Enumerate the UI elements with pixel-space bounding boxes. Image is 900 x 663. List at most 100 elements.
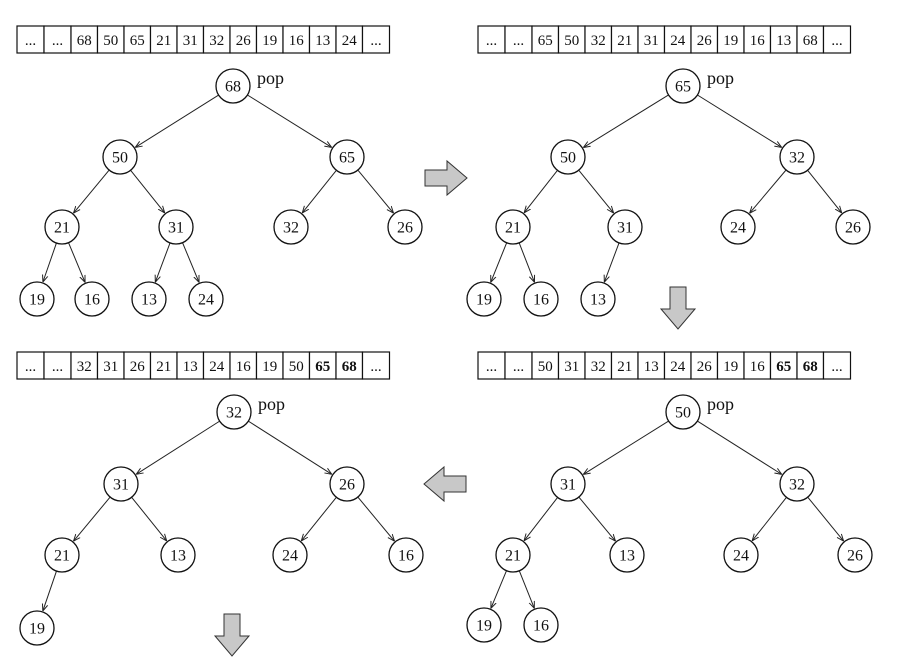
heap-node: 16: [523, 607, 559, 643]
heap-node-circle: [835, 209, 871, 245]
array-cell-value: 16: [289, 33, 305, 49]
heap-node: 13: [580, 281, 616, 317]
array-cell-box: [308, 351, 337, 380]
heap-node: 50: [665, 394, 701, 430]
tree-edge: [583, 420, 669, 474]
heap-node: 19: [466, 281, 502, 317]
array-cell-value: 16: [750, 359, 766, 375]
heap-node-value: 32: [226, 405, 242, 422]
array-cell: 50: [282, 351, 311, 380]
array-cell-box: [557, 25, 586, 54]
array-cell: 21: [610, 25, 639, 54]
heap-node: 16: [74, 281, 110, 317]
array-cell-value: 32: [209, 33, 224, 49]
heap-node-value: 31: [560, 477, 576, 494]
array-cell-box: [531, 351, 560, 380]
heap-node: 31: [103, 466, 139, 502]
array-cell-box: [70, 25, 99, 54]
array-cell: 16: [743, 25, 772, 54]
array-cell-value: 24: [342, 33, 358, 49]
array-cell-box: [229, 25, 258, 54]
tree-edge: [697, 94, 781, 147]
array-cell-value: 31: [564, 359, 579, 375]
heap-node: 32: [216, 394, 252, 430]
array-cell: 32: [202, 25, 231, 54]
array-cell-value: 68: [803, 33, 818, 49]
tree-edge: [578, 496, 616, 541]
array-cell-value: ...: [52, 33, 63, 49]
array-cell-value: 19: [723, 33, 738, 49]
array-cell: ...: [361, 351, 391, 380]
tree-edge: [752, 497, 787, 541]
array-cell: 13: [308, 25, 337, 54]
array-cell: ...: [504, 351, 533, 380]
array-cell: 31: [557, 351, 586, 380]
tree-edge: [524, 170, 558, 212]
heap-node-value: 24: [282, 548, 298, 565]
heap-node-value: 21: [505, 548, 521, 565]
flow-arrow-left: [423, 465, 467, 503]
array-cell-value: 65: [315, 359, 330, 375]
array-cell-value: ...: [513, 359, 524, 375]
array-cell: 50: [531, 351, 560, 380]
heap-node-circle: [272, 537, 308, 573]
heap-node: 65: [329, 139, 365, 175]
tree-edges: [43, 94, 394, 282]
heap-node: 13: [160, 537, 196, 573]
array-cell-box: [769, 25, 798, 54]
tree-edge: [43, 570, 57, 611]
heap-node: 32: [779, 139, 815, 175]
array-cell-box: [43, 25, 72, 54]
array-cell-box: [822, 25, 852, 54]
array-cell-box: [557, 351, 586, 380]
array-cell-box: [149, 351, 178, 380]
heap-node-value: 19: [29, 621, 45, 638]
heap-node: 24: [188, 281, 224, 317]
heap-node: 16: [523, 281, 559, 317]
array-cell: 24: [335, 25, 364, 54]
array-cell: 21: [610, 351, 639, 380]
heap-node: 19: [466, 607, 502, 643]
array-cell: 65: [531, 25, 560, 54]
array-cell-box: [531, 25, 560, 54]
array-cell-value: 13: [644, 359, 659, 375]
array-cell-box: [335, 351, 364, 380]
heap-node-circle: [523, 281, 559, 317]
array-cell: 13: [769, 25, 798, 54]
heap-node-circle: [665, 394, 701, 430]
array-cell-value: 32: [77, 359, 92, 375]
tree-edge: [491, 570, 507, 609]
tree-edge: [604, 242, 620, 282]
heap-node-value: 19: [476, 618, 492, 635]
heap-node-circle: [131, 281, 167, 317]
heap-node: 26: [837, 537, 873, 573]
array-cell-value: 50: [289, 359, 304, 375]
heap-node: 26: [387, 209, 423, 245]
array-cell-box: [822, 351, 852, 380]
array-cell-value: 26: [236, 33, 252, 49]
tree-edge: [247, 94, 331, 147]
array-cell: 32: [584, 25, 613, 54]
tree-edge: [73, 169, 110, 213]
array-cell-value: 32: [591, 359, 606, 375]
tree-edge: [136, 420, 220, 474]
heap-node-circle: [523, 607, 559, 643]
array-cell-box: [255, 351, 284, 380]
array-cell: ...: [16, 351, 45, 380]
array-cell-value: 68: [77, 33, 92, 49]
heap-node-value: 13: [170, 548, 186, 565]
pop-label: pop: [258, 394, 285, 414]
heap-node-circle: [466, 607, 502, 643]
heap-node-value: 50: [675, 405, 691, 422]
array-cell: ...: [16, 25, 45, 54]
heap-node: 68: [215, 68, 251, 104]
tree-edge: [43, 242, 57, 282]
array-cell-value: 21: [156, 33, 171, 49]
tree-edge: [518, 570, 534, 609]
heap-node: 21: [44, 537, 80, 573]
